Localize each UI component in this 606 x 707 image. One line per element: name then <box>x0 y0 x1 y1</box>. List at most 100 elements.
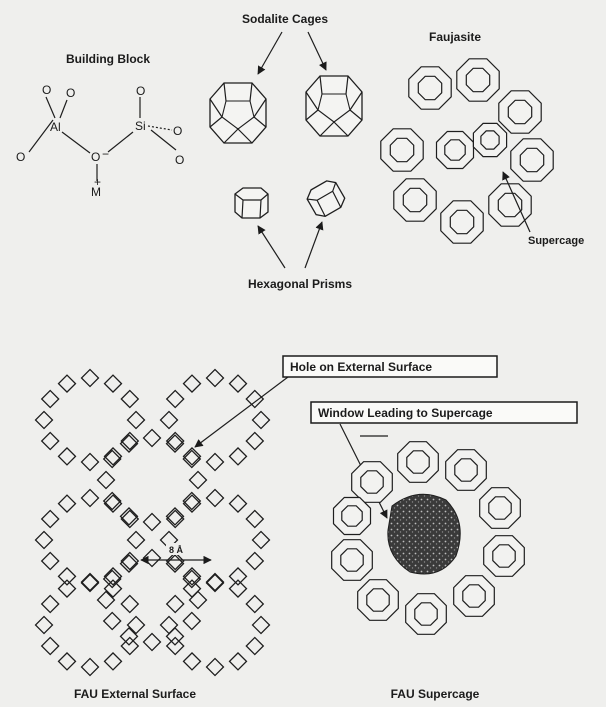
framework-unit <box>228 494 248 514</box>
oxygen-atom: O <box>136 84 145 98</box>
framework-unit <box>126 530 146 550</box>
oxygen-atom: O <box>66 86 75 100</box>
framework-unit <box>228 579 248 599</box>
framework-unit <box>103 494 123 514</box>
framework-unit <box>120 431 140 451</box>
framework-unit <box>126 410 146 430</box>
framework-unit <box>165 509 185 529</box>
framework-unit <box>102 569 122 589</box>
framework-cage <box>435 130 475 170</box>
fau-supercage-label: FAU Supercage <box>391 687 480 701</box>
framework-cage <box>445 449 487 491</box>
faujasite-structure: Faujasite Supercage <box>380 30 584 247</box>
framework-unit <box>205 572 225 592</box>
framework-unit <box>205 368 225 388</box>
framework-cage <box>510 138 554 182</box>
framework-unit <box>126 615 146 635</box>
pore-diameter-marker: 8 Å <box>140 543 212 565</box>
framework-unit <box>205 573 225 593</box>
framework-unit <box>188 470 208 490</box>
framework-unit <box>182 491 202 511</box>
framework-unit <box>120 509 140 529</box>
sodalite-cage <box>209 82 267 144</box>
framework-cage <box>331 539 373 581</box>
building-block-molecule: Building Block O O O Al O − M + Si O O O <box>16 52 184 199</box>
window-leading-to-supercage-label: Window Leading to Supercage <box>318 406 493 420</box>
framework-unit <box>34 530 54 550</box>
framework-unit <box>245 594 265 614</box>
framework-unit <box>245 509 265 529</box>
framework-unit <box>251 530 271 550</box>
framework-unit <box>40 431 60 451</box>
framework-unit <box>165 431 185 451</box>
framework-unit <box>119 434 139 454</box>
sodalite-cages-label: Sodalite Cages <box>242 12 328 26</box>
framework-cage <box>357 579 399 621</box>
framework-cage <box>456 58 500 102</box>
framework-unit <box>119 506 139 526</box>
framework-unit <box>34 615 54 635</box>
framework-unit <box>80 452 100 472</box>
framework-unit <box>103 566 123 586</box>
hexagonal-prisms-group: Hexagonal Prisms <box>234 180 352 291</box>
framework-unit <box>205 452 225 472</box>
supercage-label: Supercage <box>528 235 584 247</box>
framework-unit <box>96 590 116 610</box>
supercage-window-opening <box>387 493 461 575</box>
faujasite-label: Faujasite <box>429 30 481 44</box>
oxygen-atom: O <box>173 124 182 138</box>
framework-unit <box>165 389 185 409</box>
framework-cage <box>479 487 521 529</box>
hole-callout: Hole on External Surface <box>194 355 498 448</box>
framework-unit <box>80 488 100 508</box>
framework-unit <box>80 368 100 388</box>
framework-unit <box>245 389 265 409</box>
framework-unit <box>228 374 248 394</box>
framework-cage <box>498 90 542 134</box>
framework-cage <box>405 593 447 635</box>
framework-cage <box>453 575 495 617</box>
framework-unit <box>57 579 77 599</box>
framework-unit <box>205 488 225 508</box>
framework-cage <box>472 122 508 158</box>
bridging-oxygen-atom: O <box>91 150 100 164</box>
framework-unit <box>159 410 179 430</box>
fau-supercage: FAU Supercage <box>331 441 525 701</box>
building-block-label: Building Block <box>66 52 150 66</box>
framework-unit <box>102 611 122 631</box>
framework-unit <box>80 572 100 592</box>
framework-unit <box>182 651 202 671</box>
framework-unit <box>40 594 60 614</box>
oxygen-atom: O <box>175 153 184 167</box>
framework-cage <box>483 535 525 577</box>
framework-unit <box>57 446 77 466</box>
oxygen-atom: O <box>42 83 51 97</box>
framework-unit <box>40 636 60 656</box>
framework-unit <box>102 491 122 511</box>
sodalite-cage <box>305 75 363 137</box>
framework-unit <box>142 548 162 568</box>
framework-unit <box>182 566 202 586</box>
framework-unit <box>182 374 202 394</box>
framework-unit <box>40 509 60 529</box>
framework-unit <box>40 551 60 571</box>
framework-unit <box>40 389 60 409</box>
framework-unit <box>182 494 202 514</box>
framework-unit <box>103 651 123 671</box>
framework-unit <box>228 566 248 586</box>
fau-external-surface: 8 Å FAU External Surface <box>34 368 271 701</box>
framework-unit <box>102 449 122 469</box>
framework-unit <box>245 551 265 571</box>
aluminum-atom: Al <box>50 120 61 134</box>
framework-cage <box>440 200 484 244</box>
hexagonal-prisms-label: Hexagonal Prisms <box>248 277 352 291</box>
framework-unit <box>165 594 185 614</box>
framework-unit <box>182 611 202 631</box>
framework-cage <box>380 128 424 172</box>
framework-unit <box>34 410 54 430</box>
framework-unit <box>188 590 208 610</box>
framework-unit <box>245 431 265 451</box>
framework-unit <box>57 566 77 586</box>
fau-external-surface-label: FAU External Surface <box>74 687 196 701</box>
framework-unit <box>103 374 123 394</box>
